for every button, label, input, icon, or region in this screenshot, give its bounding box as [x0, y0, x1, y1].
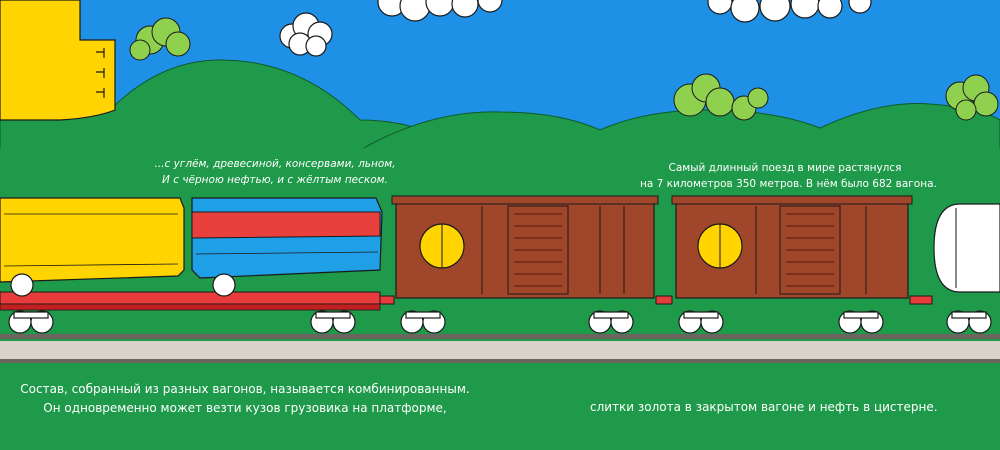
couplers — [379, 295, 933, 305]
cargo-caption: ...с углём, древесиной, консервами, льно… — [150, 156, 400, 188]
mixed-train-text: Состав, собранный из разных вагонов, наз… — [20, 380, 470, 418]
gold-and-oil-line-1: слитки золота в закрытом вагоне и нефть … — [590, 400, 938, 414]
gold-and-oil-text: слитки золота в закрытом вагоне и нефть … — [590, 398, 938, 417]
wheel-sets — [8, 310, 992, 334]
truck-body-yellow — [0, 197, 185, 283]
railway-track — [0, 334, 1000, 363]
yellow-building — [0, 0, 116, 121]
tank-car — [933, 203, 1000, 293]
record-fact-line-2: на 7 километров 350 метров. В нём было 6… — [640, 178, 937, 190]
mixed-train-line-2: Он одновременно может везти кузов грузов… — [43, 401, 447, 415]
truck-body-red-blue — [191, 197, 383, 279]
mixed-train-line-1: Состав, собранный из разных вагонов, наз… — [20, 382, 470, 396]
cargo-caption-line-1: ...с углём, древесиной, консервами, льно… — [154, 158, 396, 170]
tree-group-left — [129, 17, 191, 61]
record-fact: Самый длинный поезд в мире растянулся на… — [640, 160, 937, 192]
tree-far-right — [945, 74, 999, 121]
spare-tires — [10, 273, 236, 297]
cargo-caption-line-2: И с чёрною нефтью, и с жёлтым песком. — [162, 174, 388, 186]
cloud-right — [707, 0, 872, 23]
record-fact-line-1: Самый длинный поезд в мире растянулся — [668, 162, 902, 174]
boxcar-1 — [391, 195, 659, 299]
cloud-center — [377, 0, 503, 22]
cloud-left — [279, 12, 333, 57]
flatcar-platform — [0, 291, 381, 311]
boxcar-2 — [671, 195, 913, 299]
tree-group-right — [673, 73, 769, 121]
